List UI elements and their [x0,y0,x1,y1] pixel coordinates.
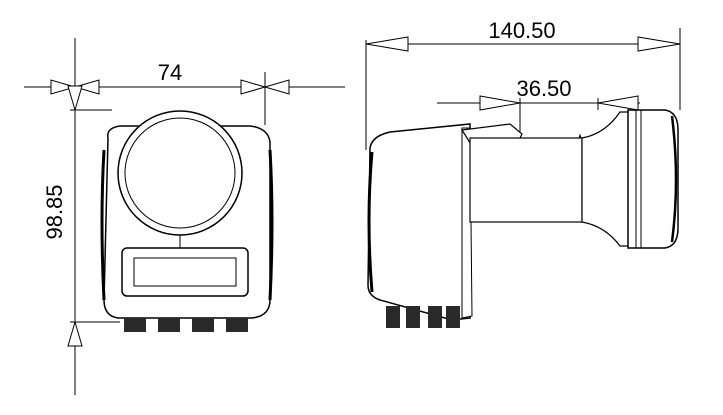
connector [428,306,442,328]
neck-length-label: 36.50 [516,76,571,101]
front-height-bottom-arrow [67,320,83,347]
connector [226,318,248,332]
front-connectors [124,318,248,332]
front-height-top-arrow [67,85,83,112]
front-width-outer-left-arrow [50,79,77,95]
neck-length-left-arrow [479,95,521,111]
side-length-label: 140.50 [488,18,555,43]
side-housing [367,123,471,321]
front-width-right-arrow [240,79,267,95]
feedhorn-inner-ring [124,117,236,229]
front-label-window [133,257,237,287]
front-housing-side-shading-left [100,149,106,301]
connector [158,318,180,332]
front-housing-side-shading-right [268,149,274,301]
front-width-left-arrow [73,79,100,95]
neck-length-right-arrow [597,95,639,111]
front-height-label: 98.85 [42,184,67,239]
side-housing-front-edge [367,151,374,293]
connector [386,306,400,328]
connector [192,318,214,332]
feedhorn-flare [581,111,631,247]
feedhorn-cap-shading [670,115,678,243]
connector [406,306,420,328]
side-length-left-arrow [365,36,409,52]
side-length-right-arrow [637,36,681,52]
side-view: 140.50 36.50 40 [365,18,681,328]
connector [446,306,460,328]
side-connectors [386,306,460,328]
neck-tube [469,137,583,223]
front-view: 74 98.85 [24,38,345,395]
connector [124,318,146,332]
front-width-outer-right-arrow [263,79,290,95]
front-width-label: 74 [158,60,182,85]
